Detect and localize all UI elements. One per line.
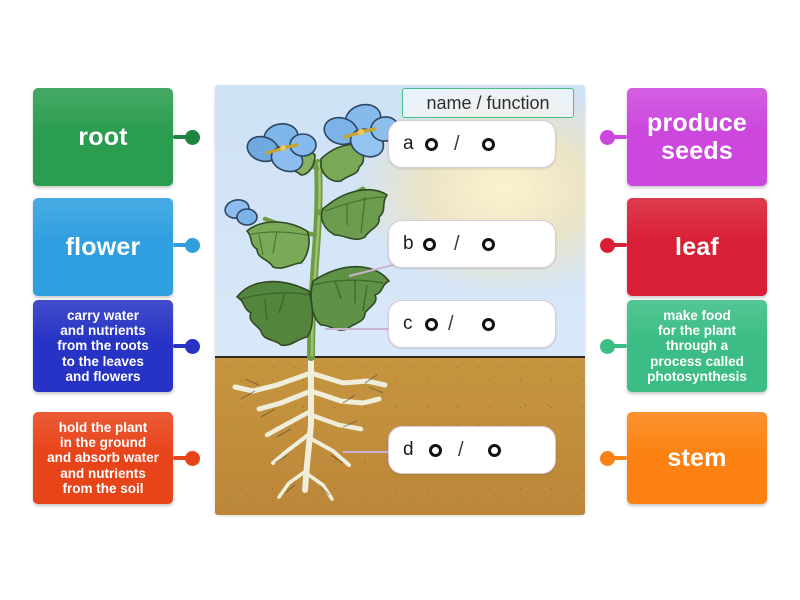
dropzone-c[interactable]: c / (388, 300, 556, 348)
plant-illustration (224, 103, 400, 501)
dropzone-c-name-slot[interactable] (425, 317, 438, 331)
dropzone-letter-b: b (403, 233, 414, 254)
dropzone-letter-d: d (403, 439, 414, 460)
connector-dot-stem[interactable] (600, 451, 615, 466)
connector-dot-hold-plant[interactable] (185, 451, 200, 466)
connector-line-flower (173, 243, 189, 247)
tile-make-food-label: make food for the plant through a proces… (647, 308, 747, 384)
dropzone-d-separator: / (458, 438, 464, 461)
dropzone-a-function-slot[interactable] (481, 137, 495, 151)
root-hairs (240, 374, 384, 496)
tile-flower[interactable]: flower (33, 198, 173, 296)
tile-root[interactable]: root (33, 88, 173, 186)
tile-root-label: root (78, 123, 128, 151)
dropzone-b-function-slot[interactable] (481, 237, 495, 251)
dropzone-c-separator: / (448, 312, 454, 335)
tile-hold-plant-label: hold the plant in the ground and absorb … (47, 420, 159, 496)
connector-line-hold-plant (173, 456, 189, 460)
tile-carry-water-label: carry water and nutrients from the roots… (57, 308, 149, 384)
header-chip-label: name / function (426, 92, 550, 113)
header-chip-name-function: name / function (402, 88, 574, 118)
connector-dot-produce-seeds[interactable] (600, 130, 615, 145)
connector-dot-make-food[interactable] (600, 339, 615, 354)
dropzone-d-name-slot[interactable] (429, 443, 442, 457)
tile-stem-label: stem (667, 444, 727, 472)
connector-line-produce-seeds (611, 135, 627, 139)
flowers-group (224, 103, 400, 226)
dropzone-a[interactable]: a / (388, 120, 556, 168)
dropzone-c-function-slot[interactable] (481, 317, 495, 331)
dropzone-d[interactable]: d / (388, 426, 556, 474)
tile-produce-seeds[interactable]: produce seeds (627, 88, 767, 186)
connector-dot-root[interactable] (185, 130, 200, 145)
connector-line-leaf (611, 243, 627, 247)
tile-flower-label: flower (65, 233, 141, 261)
dropzone-a-name-slot[interactable] (425, 137, 438, 151)
connector-dot-carry-water[interactable] (185, 339, 200, 354)
tile-stem[interactable]: stem (627, 412, 767, 504)
dropzone-a-separator: / (454, 132, 460, 155)
tile-hold-plant[interactable]: hold the plant in the ground and absorb … (33, 412, 173, 504)
dropzone-letter-c: c (403, 313, 413, 334)
roots-group (232, 354, 388, 501)
connector-line-make-food (611, 344, 627, 348)
tile-produce-seeds-label: produce seeds (646, 109, 748, 165)
dropzone-b-name-slot[interactable] (423, 237, 436, 251)
connector-line-root (173, 135, 189, 139)
tile-leaf[interactable]: leaf (627, 198, 767, 296)
dropzone-letter-a: a (403, 133, 414, 154)
tile-carry-water[interactable]: carry water and nutrients from the roots… (33, 300, 173, 392)
connector-dot-flower[interactable] (185, 238, 200, 253)
connector-dot-leaf[interactable] (600, 238, 615, 253)
dropzone-d-function-slot[interactable] (487, 443, 501, 457)
tile-make-food[interactable]: make food for the plant through a proces… (627, 300, 767, 392)
dropzone-b-separator: / (454, 232, 460, 255)
connector-line-stem (611, 456, 627, 460)
dropzone-b[interactable]: b / (388, 220, 556, 268)
tile-leaf-label: leaf (675, 233, 719, 261)
connector-line-carry-water (173, 344, 189, 348)
